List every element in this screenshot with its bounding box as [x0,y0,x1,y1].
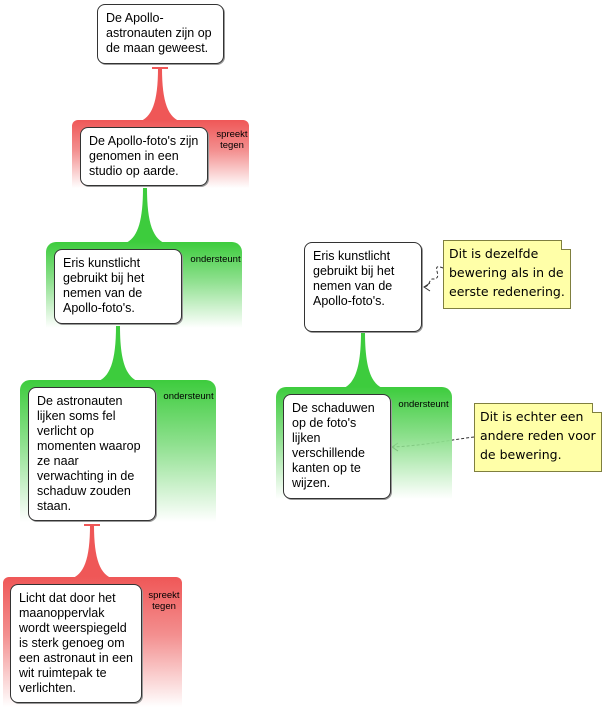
relation-label-support-1: ondersteunt [190,254,241,265]
stem-artificial-light-brightly-lit [96,326,140,382]
note-same-claim[interactable]: Dit is dezelfde bewering als in de eerst… [443,240,571,309]
relation-label-oppose-1: spreekt tegen [216,129,248,151]
note-fold-icon [592,403,602,413]
claim-shadows[interactable]: De schaduwen op de foto's lijken verschi… [283,394,391,499]
note-link-other-reason [391,436,475,448]
stem-studio-artificial-light [123,188,167,244]
relation-label-support-2: ondersteunt [163,391,214,402]
relation-label-oppose-2: spreekt tegen [148,590,180,612]
stem-artificial-light-right-shadows [341,332,385,389]
note-fold-icon [561,240,571,250]
note-same-claim-text: Dit is dezelfde bewering als in de eerst… [449,246,565,299]
claim-studio[interactable]: De Apollo-foto's zijn genomen in een stu… [80,127,208,186]
claim-main[interactable]: De Apollo-astronauten zijn op de maan ge… [97,4,224,64]
claim-moon-reflection[interactable]: Licht dat door het maanoppervlak wordt w… [10,584,142,703]
note-other-reason[interactable]: Dit is echter een andere reden voor de b… [474,403,602,472]
claim-artificial-light-right[interactable]: Eris kunstlicht gebruikt bij het nemen v… [304,242,422,332]
stem-main-studio [138,68,182,122]
note-link-same-claim [423,266,444,288]
claim-artificial-light-left[interactable]: Eris kunstlicht gebruikt bij het nemen v… [54,249,182,324]
relation-label-support-3: ondersteunt [398,399,449,410]
note-arrowhead-same-claim [423,282,431,292]
note-other-reason-text: Dit is echter een andere reden voor de b… [480,409,596,462]
claim-brightly-lit[interactable]: De astronauten lijken soms fel verlicht … [28,387,156,521]
stem-brightly-lit-moon-reflection [70,525,114,579]
